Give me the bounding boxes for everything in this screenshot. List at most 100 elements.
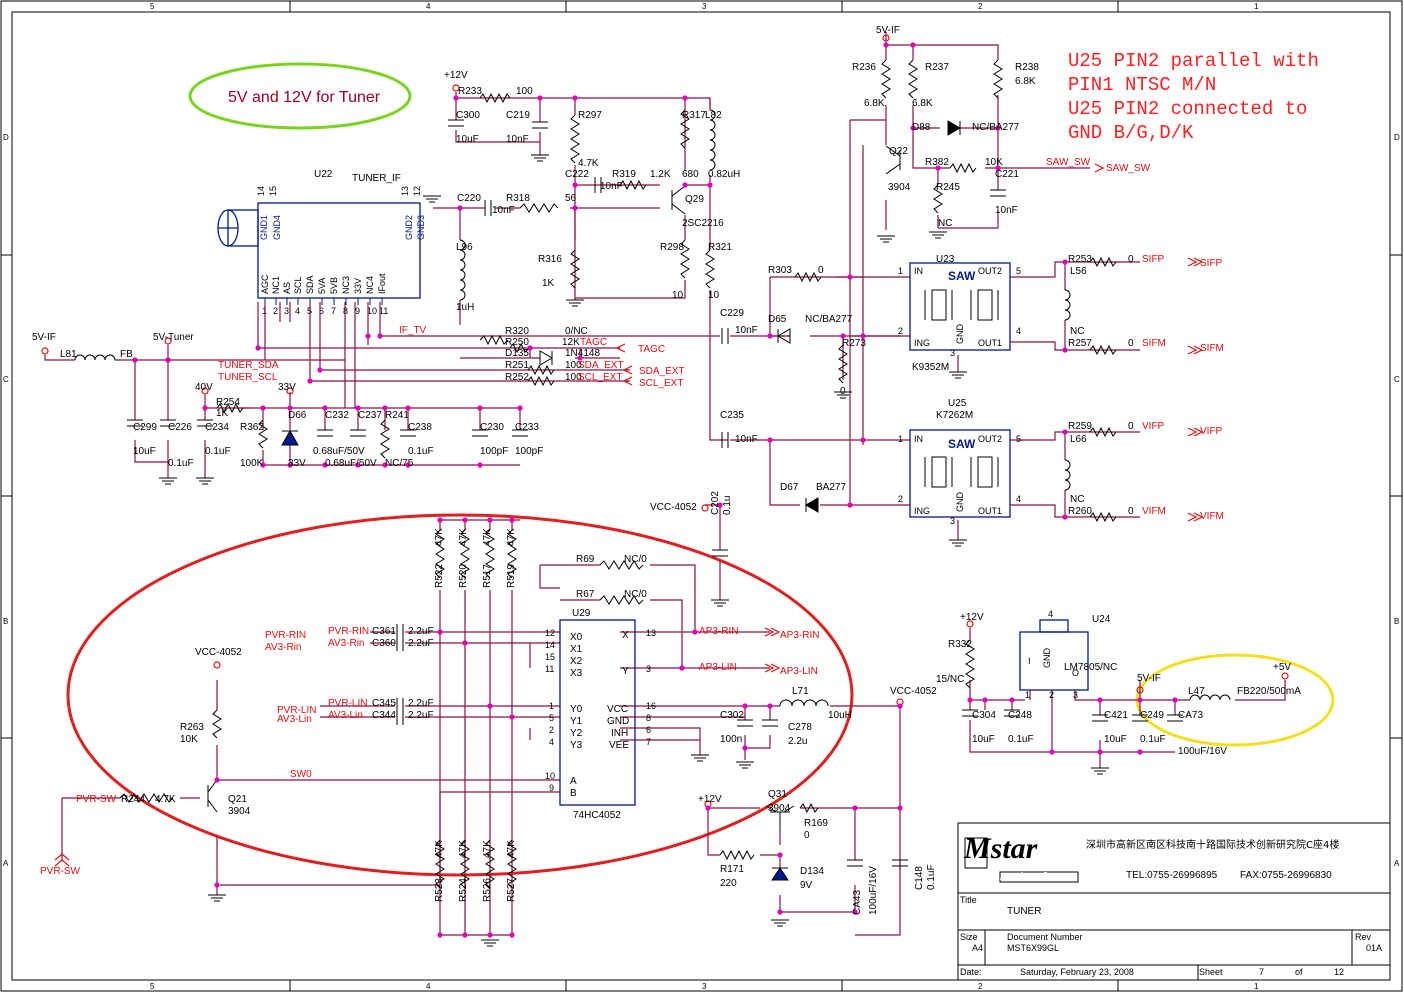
r382-ref: R382 xyxy=(925,157,949,168)
net-5v: +5V xyxy=(1273,662,1291,673)
c302-ref: C302 xyxy=(720,710,744,721)
net-av3-lin-left: AV3-Lin xyxy=(277,714,312,725)
u24-pin-i: I xyxy=(1028,656,1031,666)
r67-ref: R67 xyxy=(576,589,595,600)
c360-ref: C360 xyxy=(372,638,396,649)
r69-ref: R69 xyxy=(576,554,595,565)
saw-note-line2: PIN1 NTSC M/N xyxy=(1068,74,1216,96)
net-sifm-port: SIFM xyxy=(1200,343,1224,354)
junction-dot xyxy=(365,333,371,339)
r321-ref: R321 xyxy=(708,242,732,253)
c299-ref: C299 xyxy=(133,422,157,433)
mux-pin-gnd: GND xyxy=(607,716,629,727)
r257-ref: R257 xyxy=(1068,338,1092,349)
junction-dot xyxy=(847,502,853,508)
net-scl-ext-port: SCL_EXT xyxy=(639,378,683,389)
junction-dot xyxy=(537,95,543,101)
net-ap3-rin-port: AP3-RIN xyxy=(780,630,819,641)
c220-value: 10nF xyxy=(492,205,515,216)
junction-dot xyxy=(509,714,515,720)
mux-num-8: 8 xyxy=(646,713,651,723)
u25-pin1: 1 xyxy=(898,434,903,444)
tuner-pin-label: NC4 xyxy=(365,276,375,294)
ground-icon xyxy=(949,539,967,547)
frame-col-1-bottom: 1 xyxy=(1254,982,1259,991)
junction-dot xyxy=(437,517,443,523)
c249-value: 0.1uF xyxy=(1140,734,1166,745)
junction-dot xyxy=(847,274,853,280)
c300-ref: C300 xyxy=(456,110,480,121)
tuner-pin-number: 2 xyxy=(273,306,278,316)
l66-value: NC xyxy=(1070,494,1084,505)
mux-pin-y1: Y1 xyxy=(570,716,583,727)
ground-icon xyxy=(877,235,895,243)
frame-row-b-left: B xyxy=(3,617,8,626)
d135-ref: D135 xyxy=(505,348,529,359)
junction-dot xyxy=(1062,347,1068,353)
frame-col-1-top: 1 xyxy=(1254,2,1259,11)
r526-value: 47K xyxy=(482,840,493,858)
tuner-pin-label: NC3 xyxy=(341,276,351,294)
junction-dot xyxy=(355,405,361,411)
d134-ref: D134 xyxy=(800,866,824,877)
r524-ref: R524 xyxy=(458,878,469,902)
frame-col-4-top: 4 xyxy=(426,2,431,11)
r260-ref: R260 xyxy=(1068,506,1092,517)
r259-ref: R259 xyxy=(1068,421,1092,432)
u23-ref: U23 xyxy=(936,254,955,265)
ground-icon xyxy=(771,919,789,927)
q22-ref: Q22 xyxy=(889,146,908,157)
l47-ref: L47 xyxy=(1188,686,1205,697)
r252-value: 100 xyxy=(565,372,582,383)
size-label: Size xyxy=(960,932,978,942)
net-pvr-lin-right: PVR-LIN xyxy=(328,698,367,709)
l47-value: FB220/500mA xyxy=(1237,686,1301,697)
r263-ref: R263 xyxy=(180,722,204,733)
net-33v: 33V xyxy=(278,382,296,393)
net-vifm-mid: VIFM xyxy=(1142,506,1166,517)
net-vcc4052-right: VCC-4052 xyxy=(890,686,937,697)
net-pvr-lin-left: PVR-LIN xyxy=(277,705,316,716)
net-vifp-mid: VIFP xyxy=(1142,421,1165,432)
tuner-pin-label: AGC xyxy=(260,274,270,294)
u29-value: 74HC4052 xyxy=(573,810,621,821)
net-sifm-mid: SIFM xyxy=(1142,338,1166,349)
u25-ref: U25 xyxy=(948,398,967,409)
sheet-number: 7 xyxy=(1259,967,1265,977)
r317-ref: R317 xyxy=(682,110,706,121)
r517-value: 47K xyxy=(482,528,493,546)
mux-num-12: 12 xyxy=(545,628,555,638)
junction-dot xyxy=(717,502,723,508)
junction-dot xyxy=(1097,749,1103,755)
frame-column-labels: 5 4 3 2 1 5 4 3 2 1 D C B A D C B A xyxy=(3,2,1400,991)
c248-value: 0.1uF xyxy=(1008,734,1034,745)
junction-dot xyxy=(437,932,443,938)
c345-value: 2.2uF xyxy=(408,698,434,709)
u23-pin-ing: ING xyxy=(914,338,930,348)
u23-pin-gnd: GND xyxy=(955,324,965,345)
net-vifm-port: VIFM xyxy=(1200,511,1224,522)
r171-value: 220 xyxy=(720,878,737,889)
ca43-value: 100uF/16V xyxy=(868,866,879,915)
sheet-size: A4 xyxy=(972,943,984,953)
r298-ref: R298 xyxy=(660,242,684,253)
r321-value: 10 xyxy=(708,290,720,301)
c249-ref: C249 xyxy=(1140,710,1164,721)
mux-num-11: 11 xyxy=(545,664,554,674)
net-pvr-sw-port: PVR-SW xyxy=(40,866,81,877)
tuner-pin-label: NC1 xyxy=(271,276,281,294)
junction-dot xyxy=(1062,429,1068,435)
junction-dot xyxy=(382,405,388,411)
company-tel: TEL:0755-26996895 xyxy=(1126,870,1218,881)
document-number-label: Document Number xyxy=(1007,932,1083,942)
l81-ref: L81 xyxy=(60,349,77,360)
r303-ref: R303 xyxy=(768,265,792,276)
mux-num-10: 10 xyxy=(545,771,555,781)
l66-ref: L66 xyxy=(1070,434,1087,445)
r238-value: 6.8K xyxy=(1015,76,1036,87)
revision: 01A xyxy=(1366,943,1383,953)
mux-pin-vcc: VCC xyxy=(607,704,628,715)
q21-value: 3904 xyxy=(228,806,251,817)
net-5v-if-reg: 5V-IF xyxy=(1137,673,1161,684)
net-tuner-scl: TUNER_SCL xyxy=(218,372,278,383)
